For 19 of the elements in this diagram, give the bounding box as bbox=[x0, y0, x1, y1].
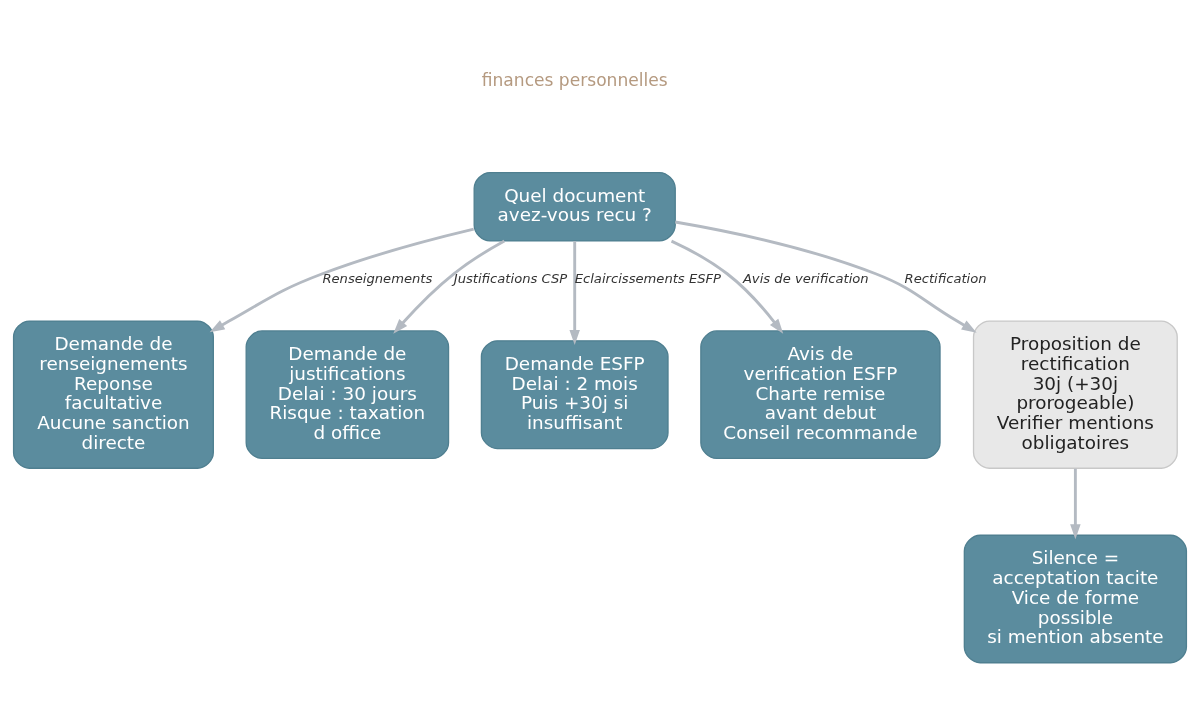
label: finances personnelles bbox=[481, 70, 668, 91]
node-box: Demande de renseignements Reponse facultative Aucune sanction directe bbox=[12, 320, 214, 469]
node-box: Silence = acceptation tacite Vice de forme possible si mention absente bbox=[963, 534, 1188, 664]
edge-label: Justifications CSP bbox=[453, 270, 568, 286]
arrow bbox=[670, 239, 784, 334]
edge-label: Avis de verification bbox=[742, 270, 869, 286]
node-box: Quel document avez-vous recu ? bbox=[473, 171, 676, 242]
arrow bbox=[209, 227, 475, 333]
edge-label: Eclaircissements ESFP bbox=[574, 270, 721, 286]
node-box: Demande de justifications Delai : 30 jours Risque : taxation d office bbox=[245, 330, 450, 460]
arrow bbox=[569, 241, 580, 345]
node-box: Demande ESFP Delai : 2 mois Puis +30j si insuffisant bbox=[480, 340, 669, 450]
node-box: Avis de verification ESFP Charte remise avant debut Conseil recommande bbox=[700, 330, 941, 460]
edge-label: Renseignements bbox=[322, 270, 433, 286]
node-box: Proposition de rectification 30j (+30j prorogeable) Verifier mentions obligatoires bbox=[972, 320, 1178, 469]
arrow bbox=[1070, 468, 1081, 540]
edge-label: Rectification bbox=[904, 270, 987, 286]
arrow bbox=[393, 239, 506, 334]
arrow bbox=[674, 220, 977, 333]
